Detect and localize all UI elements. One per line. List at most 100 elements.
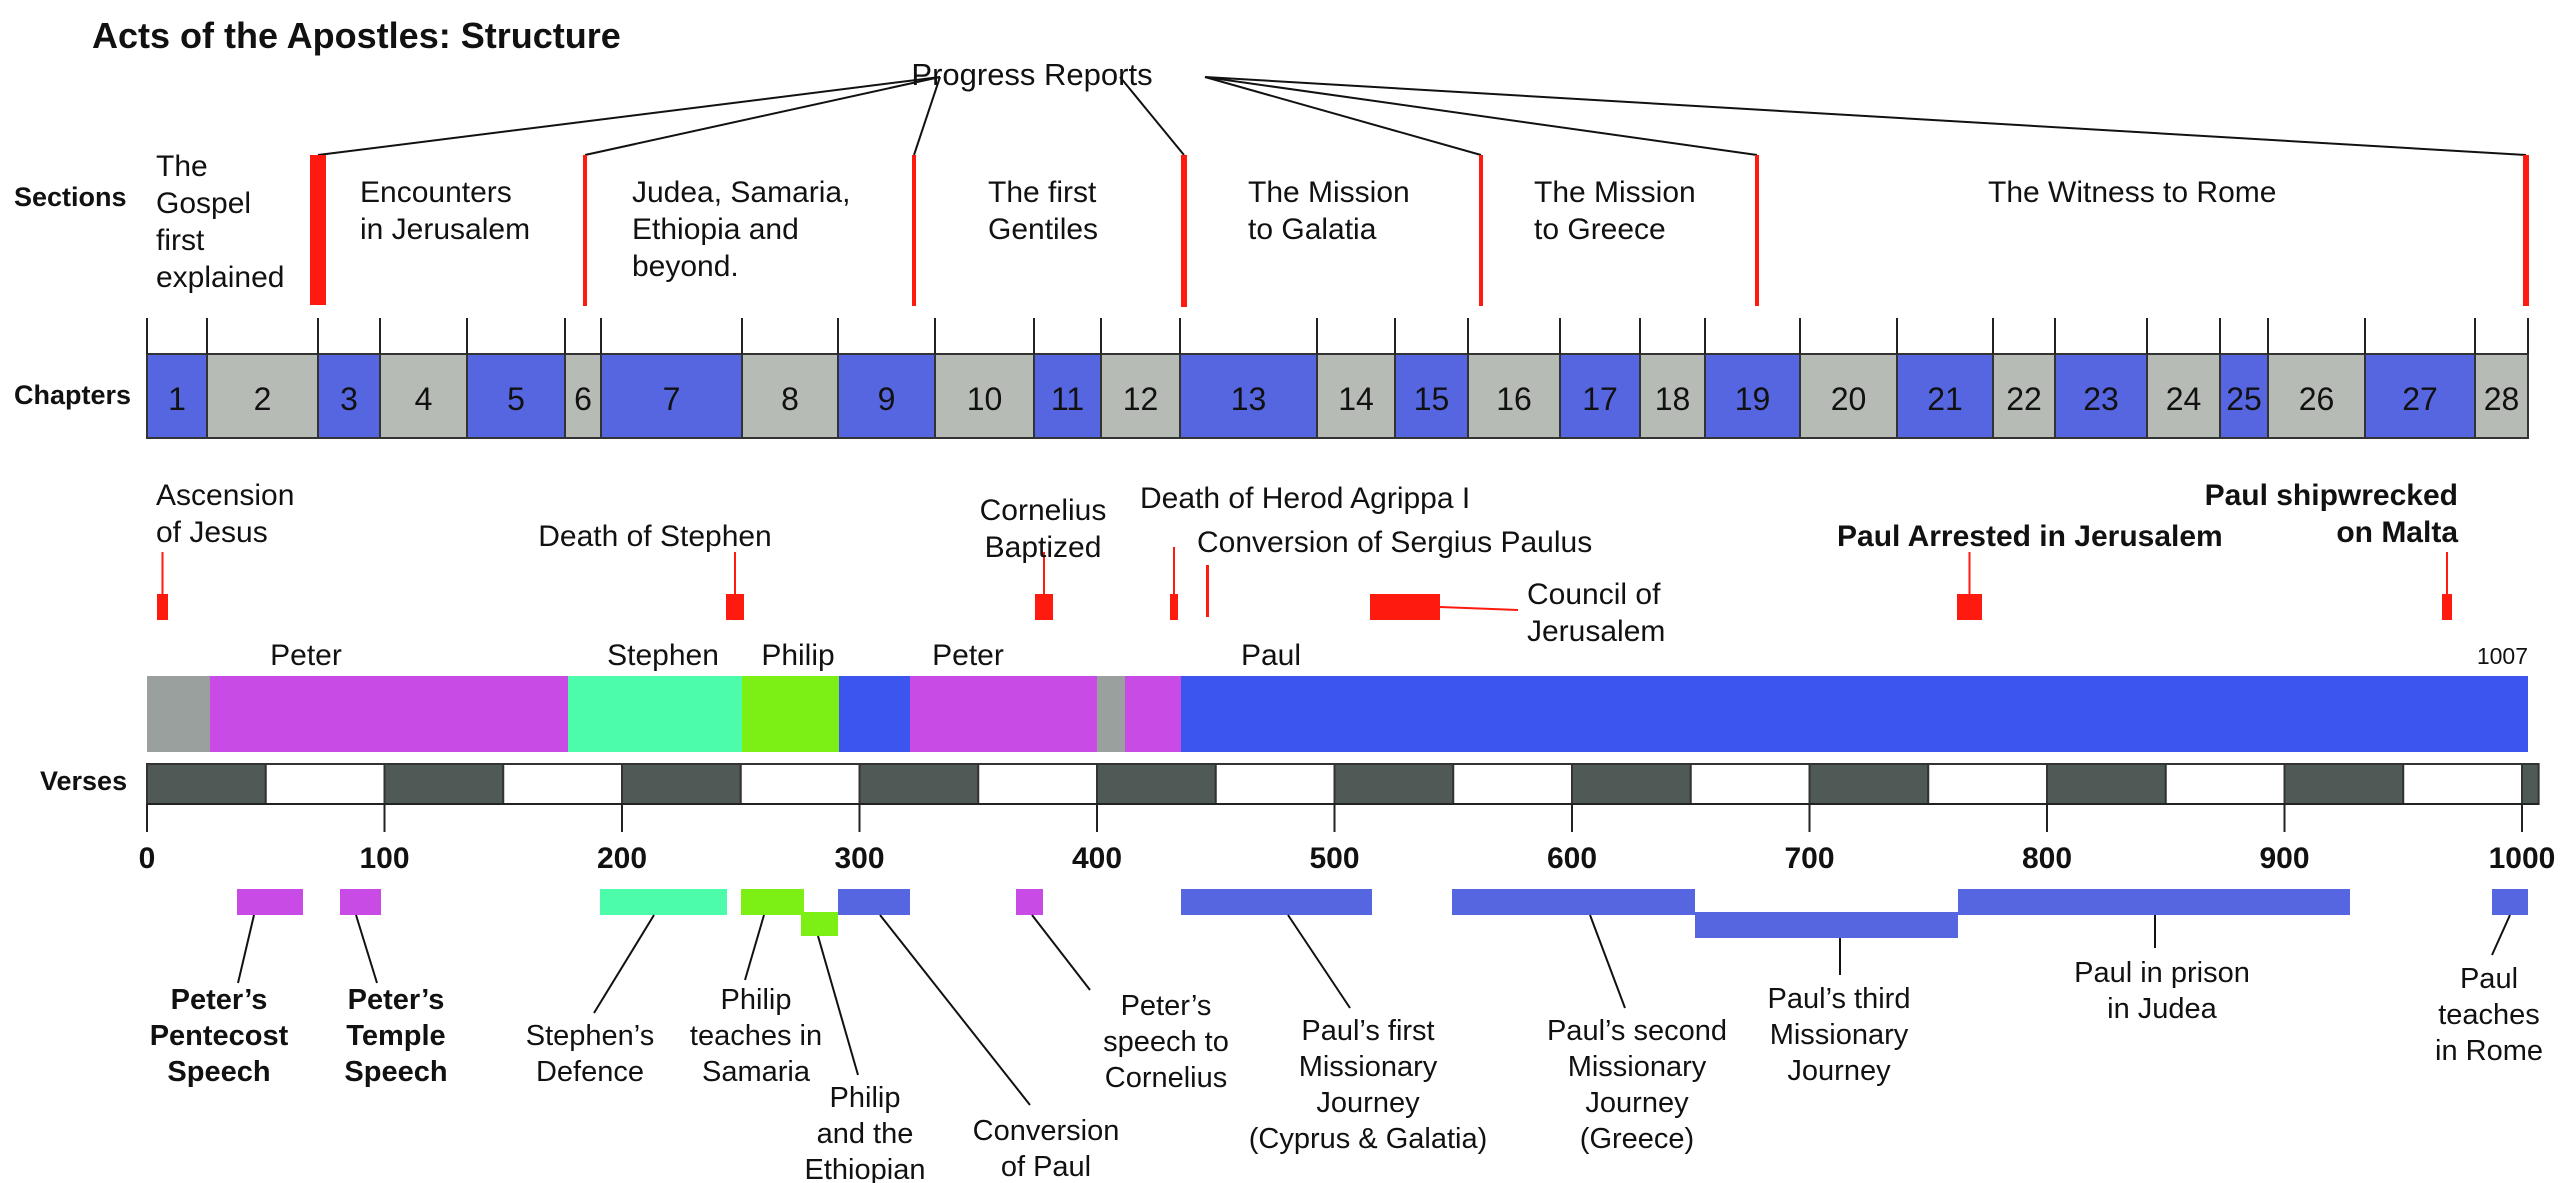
- chapter-cell: [2364, 353, 2476, 439]
- episode-leader: [355, 914, 378, 984]
- speaker-name: Peter: [270, 639, 342, 672]
- progress-reports-label: Progress Reports: [911, 57, 1152, 92]
- speaker-segment: [1181, 676, 2528, 752]
- chapter-number: 13: [1231, 381, 1267, 417]
- verse-block: [1571, 763, 1692, 805]
- chapter-number: 28: [2484, 381, 2520, 417]
- verse-block: [1452, 763, 1573, 805]
- event-marker: [157, 594, 168, 620]
- episode-bar: [838, 889, 910, 915]
- progress-report-divider: [2523, 155, 2529, 306]
- progress-report-line: [1204, 76, 2527, 156]
- speaker-segment: [1125, 676, 1181, 752]
- progress-report-line: [1204, 76, 1758, 156]
- verse-block: [1689, 763, 1811, 805]
- event-marker: [1206, 565, 1209, 617]
- verse-tick-label: 900: [2259, 842, 2309, 875]
- chapter-cell: [2474, 353, 2529, 439]
- event-label: Paul Arrested in Jerusalem: [1837, 520, 2223, 553]
- episode-bar: [1016, 889, 1043, 915]
- speaker-name: Peter: [932, 639, 1004, 672]
- chapter-cell: [466, 353, 566, 439]
- speaker-name: Philip: [761, 639, 834, 672]
- episode-bar: [600, 889, 727, 915]
- chapter-number: 6: [574, 381, 592, 417]
- chapter-number: 7: [663, 381, 681, 417]
- event-marker: [726, 594, 744, 620]
- episode-leader: [817, 935, 859, 1076]
- diagram-title: Acts of the Apostles: Structure: [92, 15, 621, 56]
- chapter-cell: [1179, 353, 1318, 439]
- chapter-number: 4: [415, 381, 433, 417]
- chapter-number: 1: [168, 381, 186, 417]
- chapter-number: 5: [507, 381, 525, 417]
- speaker-segment: [910, 676, 1097, 752]
- chapter-cell: [934, 353, 1035, 439]
- chapter-cell: [1467, 353, 1561, 439]
- verse-block: [1214, 763, 1336, 805]
- progress-report-line: [1119, 76, 1185, 156]
- chapter-cell: [1559, 353, 1641, 439]
- speaker-name: Stephen: [607, 639, 719, 672]
- chapter-cell: [600, 353, 743, 439]
- episode-leader: [1031, 914, 1091, 991]
- verse-block: [502, 763, 623, 805]
- episode-leader: [1287, 914, 1351, 1009]
- verse-block: [1808, 763, 1930, 805]
- chapter-number: 9: [878, 381, 896, 417]
- episode-bar: [741, 889, 804, 915]
- speaker-name: Paul: [1241, 639, 1301, 672]
- event-marker: [1370, 594, 1440, 620]
- event-leader: [1439, 606, 1519, 611]
- episode-bar: [237, 889, 303, 915]
- chapter-cell: [317, 353, 381, 439]
- chapters-row-label: Chapters: [14, 380, 131, 410]
- chapter-cell: [564, 353, 602, 439]
- verse-tick-label: 300: [834, 842, 884, 875]
- episode-leader: [593, 914, 655, 1014]
- progress-report-line: [1204, 76, 1482, 156]
- chapter-number: 20: [1831, 381, 1867, 417]
- speaker-segment: [568, 676, 742, 752]
- chapter-number: 8: [781, 381, 799, 417]
- episode-bar: [1958, 889, 2350, 915]
- progress-report-divider: [583, 155, 587, 306]
- chapter-number: 15: [1414, 381, 1450, 417]
- verse-block: [621, 763, 742, 805]
- verse-tick-label: 0: [139, 842, 156, 875]
- verse-tick-label: 400: [1072, 842, 1122, 875]
- chapter-cell: [2219, 353, 2269, 439]
- chapter-number: 12: [1123, 381, 1159, 417]
- chapter-cell: [1799, 353, 1898, 439]
- chapter-number: 14: [1338, 381, 1374, 417]
- progress-report-line: [317, 76, 941, 156]
- speaker-segment: [1097, 676, 1125, 752]
- event-label: Conversion of Sergius Paulus: [1197, 526, 1592, 559]
- chapter-number: 21: [1927, 381, 1963, 417]
- verse-tick-label: 700: [1784, 842, 1834, 875]
- speaker-segment: [839, 676, 910, 752]
- chapter-cell: [837, 353, 936, 439]
- episode-bar: [1452, 889, 1695, 915]
- verse-block: [1096, 763, 1217, 805]
- sections-row-label: Sections: [14, 182, 127, 212]
- speaker-segment: [147, 676, 210, 752]
- chapter-cell: [1316, 353, 1396, 439]
- total-verses-label: 1007: [2477, 643, 2528, 669]
- chapter-cell: [2146, 353, 2221, 439]
- section-label: The Witness to Rome: [1988, 176, 2276, 209]
